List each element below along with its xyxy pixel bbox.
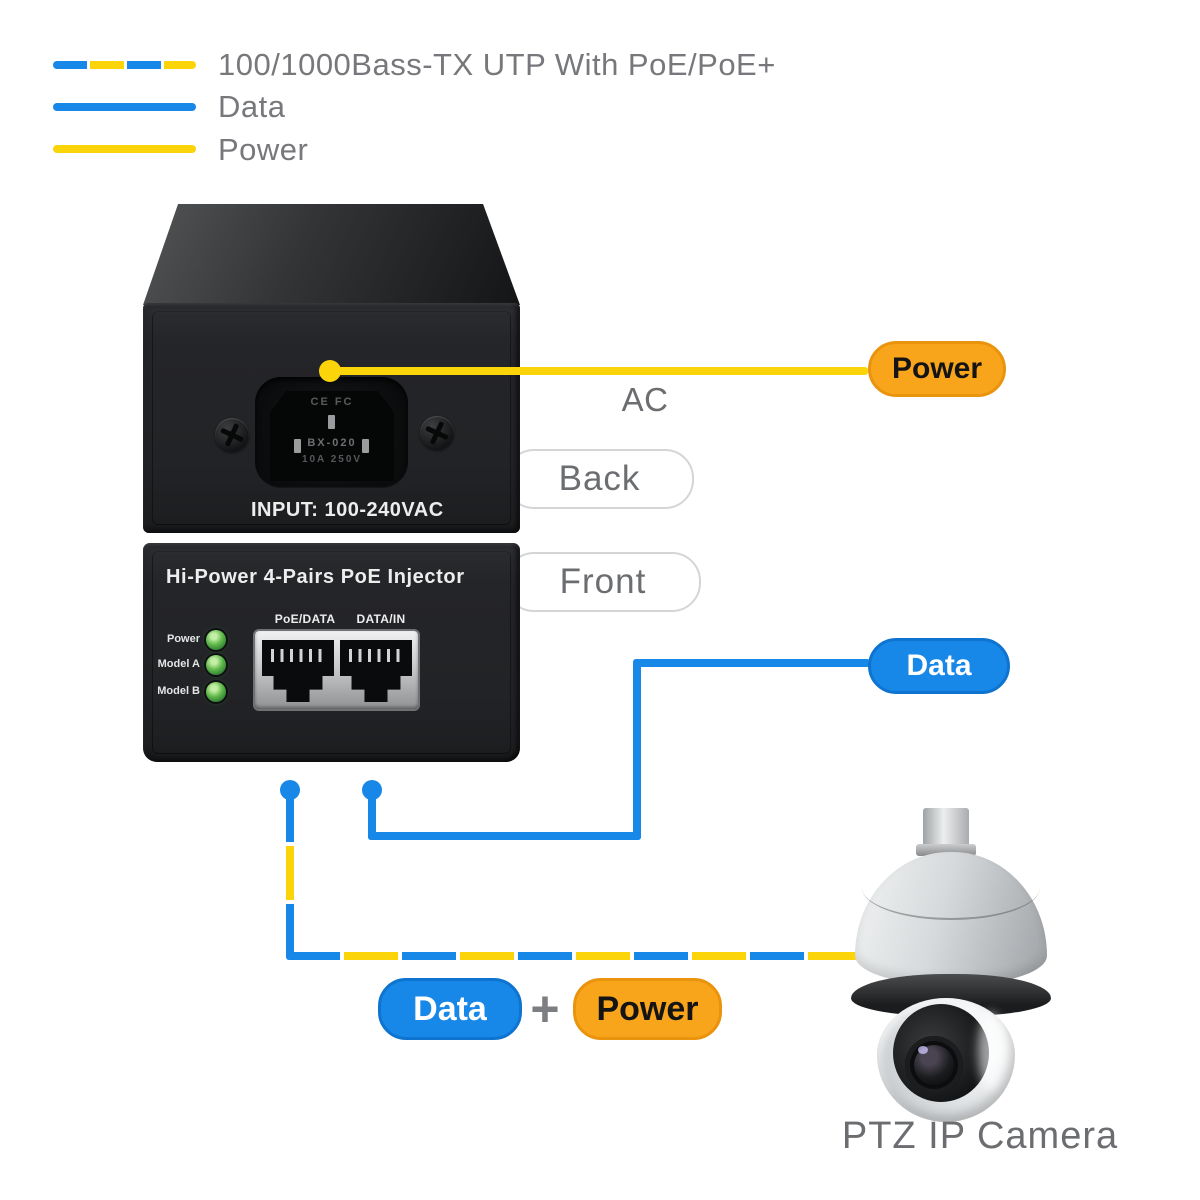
camera-caption: PTZ IP Camera <box>841 1115 1119 1157</box>
rj45-port-data-in <box>340 640 412 702</box>
rj45-pins-icon <box>349 649 403 662</box>
socket-model-text: BX-020 <box>307 437 357 449</box>
power-badge-ac: Power <box>868 341 1006 397</box>
input-voltage-label: INPUT: 100-240VAC <box>251 499 444 521</box>
plus-sign: + <box>530 981 560 1037</box>
rj45-port-poe-data <box>262 640 334 702</box>
data-line-bottom-segment <box>368 832 641 840</box>
poe-data-port-dot <box>280 780 300 800</box>
poe-line-horizontal-dashed <box>286 952 862 960</box>
back-view-pill: Back <box>505 449 694 509</box>
port-label-data-in: DATA/IN <box>356 612 406 626</box>
power-badge-ac-label: Power <box>891 352 983 385</box>
data-line-stem-segment <box>368 788 376 840</box>
back-view-label: Back <box>558 459 641 498</box>
data-line-vertical-segment <box>633 659 641 840</box>
led-label-power: Power <box>166 633 200 645</box>
legend-label-poe: 100/1000Bass-TX UTP With PoE/PoE+ <box>218 47 776 82</box>
ac-line-pin <box>294 439 301 453</box>
data-badge-right-label: Data <box>906 649 972 682</box>
led-label-model-b: Model B <box>157 685 200 697</box>
legend-swatch-data-line <box>53 103 196 111</box>
screw-right-icon <box>420 416 454 450</box>
injector-top-lid <box>143 204 520 305</box>
data-in-port-dot <box>362 780 382 800</box>
data-line-top-segment <box>637 659 870 667</box>
ac-inlet-socket: CE FC BX-020 10A 250V <box>270 391 394 481</box>
port-label-poe-data: PoE/DATA <box>274 612 336 626</box>
data-badge-bottom: Data <box>378 978 522 1040</box>
camera-mount <box>923 808 969 848</box>
socket-cert-marks: CE FC <box>310 396 354 408</box>
front-view-pill: Front <box>505 552 701 612</box>
screw-left-icon <box>215 418 249 452</box>
dome-highlight <box>978 1012 1004 1090</box>
legend-swatch-poe-dashed-line <box>53 61 196 69</box>
ac-earth-pin <box>328 415 335 429</box>
camera-lens-icon <box>905 1036 963 1094</box>
rj45-pins-icon <box>271 649 325 662</box>
power-led-icon <box>206 630 226 650</box>
ac-connection-dot <box>319 360 341 382</box>
socket-rating-text: 10A 250V <box>301 454 363 465</box>
legend-label-data: Data <box>218 89 286 124</box>
camera-body-seam <box>862 856 1040 920</box>
legend-label-power: Power <box>218 132 309 167</box>
ac-neutral-pin <box>362 439 369 453</box>
ac-label: AC <box>621 381 669 418</box>
lens-glint <box>918 1046 928 1054</box>
power-badge-bottom-label: Power <box>596 989 699 1028</box>
data-badge-bottom-label: Data <box>413 989 487 1028</box>
data-badge-right: Data <box>868 638 1010 694</box>
led-label-model-a: Model A <box>157 658 200 670</box>
power-line-ac-to-badge <box>330 367 868 375</box>
panel-title: Hi-Power 4-Pairs PoE Injector <box>166 566 465 588</box>
poe-line-vertical-dashed <box>286 788 294 960</box>
model-b-led-icon <box>206 682 226 702</box>
power-badge-bottom: Power <box>573 978 722 1040</box>
front-view-label: Front <box>559 562 647 601</box>
rj45-bezel <box>255 631 418 709</box>
model-a-led-icon <box>206 655 226 675</box>
legend-swatch-power-line <box>53 145 196 153</box>
